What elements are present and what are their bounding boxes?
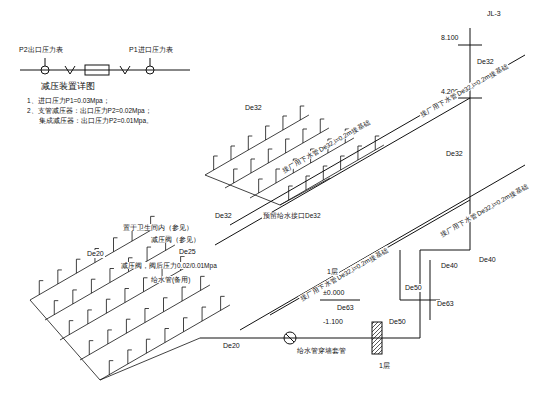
pipe-label: De50: [388, 318, 407, 326]
fixture-stub: [89, 341, 93, 355]
pipe-label: De63: [436, 300, 455, 308]
pipe-label: 接厂用下水管De32,i=0.2m接基础: [418, 61, 510, 118]
fixture-stub: [145, 309, 149, 323]
pipe-label: 减压阀（参见）: [150, 236, 201, 243]
fixture-stub: [306, 176, 310, 190]
branch-pipe: [225, 128, 329, 188]
fixture-stub: [375, 136, 379, 150]
pipe-label: De32: [214, 212, 233, 220]
fixture-stub: [358, 146, 362, 160]
header-pipe: [30, 300, 100, 380]
fixture-stub: [109, 361, 113, 375]
pipe-label: De32: [244, 104, 263, 112]
fixture-stub: [184, 318, 188, 332]
header-pipe: [100, 338, 200, 380]
fixture-stub: [88, 310, 92, 324]
pipe-label: De40: [440, 262, 459, 270]
fixture-stub: [248, 136, 252, 150]
fixture-stub: [73, 290, 77, 304]
pipe-label: De20: [86, 250, 105, 258]
pipe-label: 减压阀，阀后压力0.02/0.01Mpa: [120, 262, 218, 269]
fixture-stub: [323, 166, 327, 180]
pipe-label: 预留给水接口De32: [262, 212, 322, 219]
pipe-label: -1.100: [322, 318, 344, 326]
fixture-stub: [289, 186, 293, 200]
pipe-label: 给水管(备用): [150, 276, 191, 283]
fixture-stub: [125, 289, 129, 303]
pipe-label: De32: [476, 58, 495, 66]
fixture-stub: [147, 247, 151, 261]
fixture-stub: [128, 350, 132, 364]
pipe-label: P2出口压力表: [18, 46, 64, 54]
header-pipe: [280, 178, 330, 205]
fixture-stub: [276, 169, 280, 183]
fixture-stub: [108, 330, 112, 344]
fixture-stub: [266, 126, 270, 140]
fixture-stub: [164, 298, 168, 312]
fixture-stub: [300, 106, 304, 120]
fixture-stub: [320, 119, 324, 133]
fixture-stub: [259, 179, 263, 193]
pipe-label: 1层: [378, 362, 391, 370]
pipe-label: De40: [478, 256, 497, 264]
fixture-stub: [114, 238, 118, 252]
pipe-label: De50: [404, 284, 423, 292]
fixture-stub: [234, 169, 238, 183]
fixture-stub: [58, 270, 62, 284]
fixture-stub: [54, 301, 58, 315]
pipe-label: JL-3: [486, 10, 502, 18]
fixture-stub: [286, 139, 290, 153]
header-pipe: [205, 175, 280, 205]
fixture-stub: [91, 279, 95, 293]
fixture-stub: [201, 276, 205, 290]
pipe-label: 1层: [326, 268, 339, 276]
fixture-stub: [182, 287, 186, 301]
fixture-stub: [146, 339, 150, 353]
fixture-stub: [221, 296, 225, 310]
pipe-label: De63: [336, 304, 355, 312]
fixture-stub: [251, 159, 255, 173]
fixture-stub: [214, 156, 218, 170]
pipe-label: P1进口压力表: [128, 46, 174, 54]
fixture-stub: [126, 319, 130, 333]
fixture-stub: [303, 129, 307, 143]
pipe-label: 减压装置详图: [40, 82, 96, 92]
fixture-stub: [110, 269, 114, 283]
pipe-label: 1、进口压力P1=0.03Mpa；: [26, 97, 111, 104]
fixture-stub: [76, 259, 80, 273]
fixture-stub: [268, 149, 272, 163]
fixture-stub: [231, 146, 235, 160]
pipe-label: 给水管穿墙套管: [296, 347, 347, 354]
fixture-stub: [69, 321, 73, 335]
pipe-label: 8.100: [440, 34, 460, 42]
branch-pipe: [100, 305, 230, 380]
fixture-stub: [39, 281, 43, 295]
fixture-stub: [341, 156, 345, 170]
pipe-label: ±0.000: [322, 289, 345, 297]
fixture-stub: [144, 278, 148, 292]
pipe-label: De25: [178, 248, 197, 256]
branch-pipe: [80, 285, 210, 360]
branch-pipe: [250, 138, 354, 198]
fixture-stub: [283, 116, 287, 130]
branch-pipe: [280, 145, 384, 205]
pipe-label: 置于卫生间内（参见）: [122, 224, 194, 231]
fixture-stub: [202, 307, 206, 321]
pipe-label: 集成减压器：出口压力P2=0.01Mpa。: [38, 117, 154, 124]
pipe-label: De32: [445, 150, 464, 158]
fixture-stub: [165, 329, 169, 343]
pipe-label: De20: [222, 342, 241, 350]
pipe-label: 2、支管减压器：出口压力P2=0.02Mpa；: [26, 107, 153, 114]
fixture-stub: [106, 299, 110, 313]
